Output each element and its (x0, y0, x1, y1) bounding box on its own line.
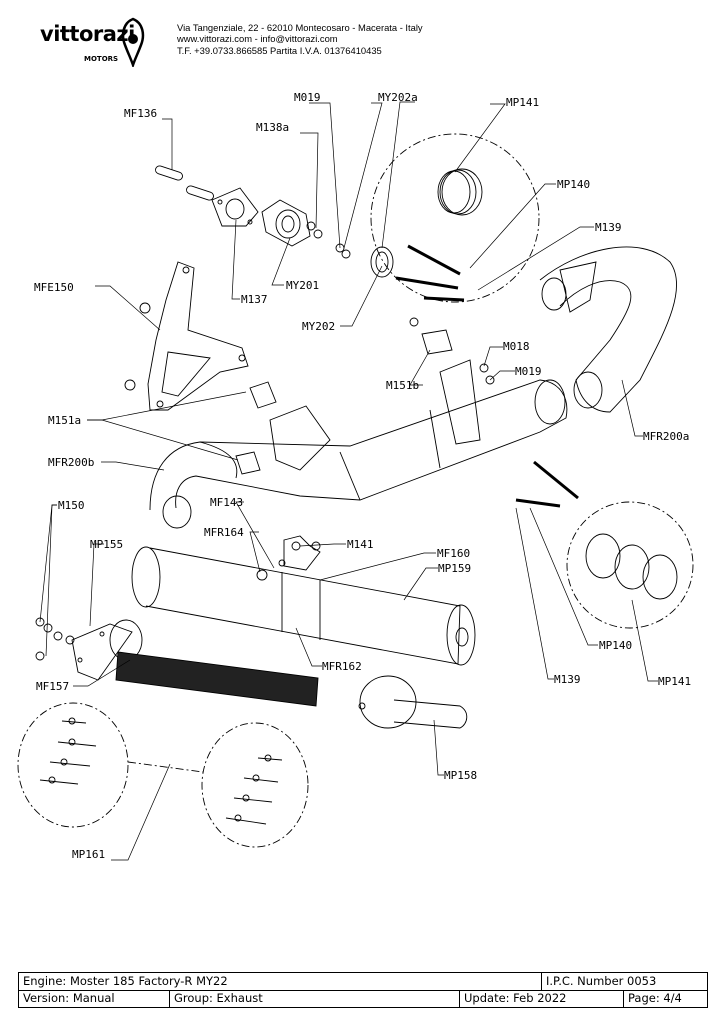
label-mfr200b: MFR200b (48, 456, 94, 469)
my202a-ring (370, 246, 394, 278)
contact-block: Via Tangenziale, 22 - 62010 Montecosaro … (177, 22, 423, 56)
label-m151a: M151a (48, 414, 81, 427)
rivet-group-right (201, 722, 309, 848)
label-mf160: MF160 (437, 547, 470, 560)
title-block: Engine: Moster 185 Factory-R MY22 I.P.C.… (18, 972, 708, 1008)
label-m150: M150 (58, 499, 85, 512)
brand-sub: MOTORS (84, 55, 119, 63)
label-mf157: MF157 (36, 680, 69, 693)
label-mfr200a: MFR200a (643, 430, 689, 443)
label-m019-mid: M019 (515, 365, 542, 378)
m137-gasket (211, 187, 259, 227)
label-m141: M141 (347, 538, 374, 551)
engine-field: Engine: Moster 185 Factory-R MY22 (23, 974, 228, 988)
label-mfe150: MFE150 (34, 281, 74, 294)
title-block-row-1: Engine: Moster 185 Factory-R MY22 I.P.C.… (19, 973, 707, 991)
detail-circle-top (370, 133, 540, 303)
label-mf143: MF143 (210, 496, 243, 509)
leader-lines (39, 101, 658, 861)
brand-name: vittorazi (40, 22, 135, 46)
contact-phone-vat: T.F. +39.0733.866585 Partita I.V.A. 0137… (177, 44, 382, 56)
label-mp140-bottom: MP140 (599, 639, 632, 652)
label-mfr164: MFR164 (204, 526, 244, 539)
rivet-group-left (17, 702, 129, 828)
label-mf136: MF136 (124, 107, 157, 120)
mfe150-bracket (147, 261, 249, 411)
label-m019-top: M019 (294, 91, 321, 104)
label-m151b: M151b (386, 379, 419, 392)
label-m018: M018 (503, 340, 530, 353)
ipc-number-field: I.P.C. Number 0053 (541, 973, 709, 990)
label-mp141-bottom: MP141 (658, 675, 691, 688)
version-field: Version: Manual (23, 991, 115, 1005)
label-m139-bottom: M139 (554, 673, 581, 686)
mfr200b-chamber (149, 379, 568, 529)
mp159-silencer (131, 546, 476, 666)
mp141-bottom-clips (585, 533, 678, 600)
springs-top (395, 244, 465, 302)
label-my202: MY202 (302, 320, 335, 333)
label-mp141-top: MP141 (506, 96, 539, 109)
springs-bottom (515, 460, 579, 508)
group-field: Group: Exhaust (169, 990, 459, 1007)
rubber-mounts (235, 329, 453, 475)
label-m138a: M138a (256, 121, 289, 134)
label-my202a: MY202a (378, 91, 418, 104)
contact-web: www.vittorazi.com - info@vittorazi.com (177, 33, 338, 45)
my201-flange (261, 199, 311, 247)
contact-address: Via Tangenziale, 22 - 62010 Montecosaro … (177, 22, 423, 33)
label-m139-top: M139 (595, 221, 622, 234)
mfr200a-pipe (539, 246, 678, 413)
mp141-top-clip (437, 168, 483, 216)
rivets-right (225, 754, 283, 825)
label-my201: MY201 (286, 279, 319, 292)
title-block-row-2: Version: Manual Group: Exhaust Update: F… (19, 990, 707, 1007)
label-mfr162: MFR162 (322, 660, 362, 673)
page-field: Page: 4/4 (623, 990, 709, 1007)
header: vittorazi MOTORS Via Tangenziale, 22 - 6… (0, 0, 724, 70)
mp158-end-can (358, 675, 468, 729)
update-field: Update: Feb 2022 (459, 990, 623, 1007)
mf136-pins (155, 165, 214, 201)
label-mp140-top: MP140 (557, 178, 590, 191)
brand-emblem-icon (121, 17, 145, 67)
detail-circle-right (566, 501, 694, 629)
label-mp161: MP161 (72, 848, 105, 861)
parts-artwork (17, 133, 694, 848)
mf157-perforated-tube (115, 651, 319, 707)
rivets-left (39, 717, 97, 785)
label-mp158: MP158 (444, 769, 477, 782)
part-labels: MF136 M019 MY202a MP141 M138a MP140 M139… (34, 91, 691, 861)
label-mp159: MP159 (438, 562, 471, 575)
label-m137: M137 (241, 293, 268, 306)
label-mp155: MP155 (90, 538, 123, 551)
